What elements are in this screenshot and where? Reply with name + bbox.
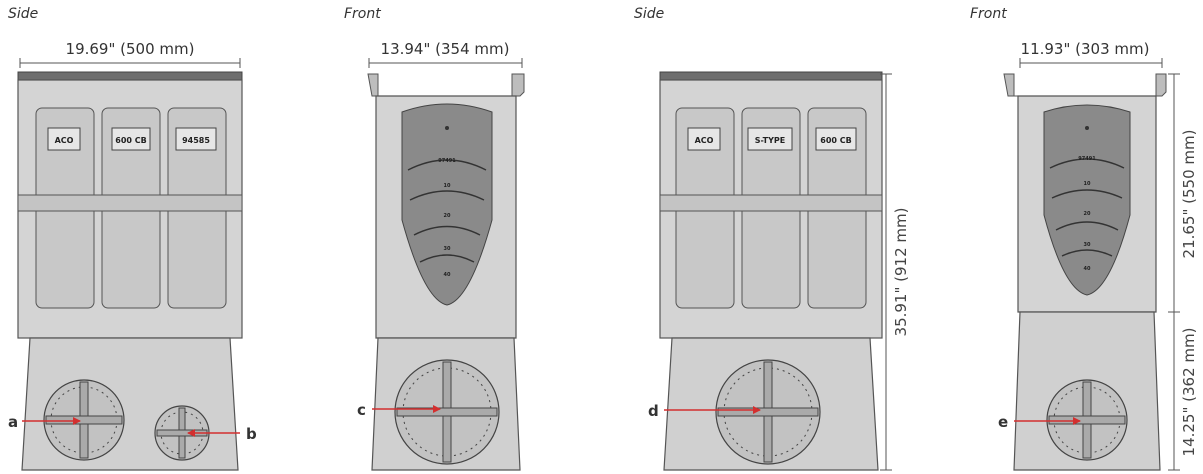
- svg-text:40: 40: [1084, 266, 1091, 272]
- view-label: Side: [634, 6, 664, 22]
- callout-c: c: [357, 401, 366, 419]
- svg-text:30: 30: [1084, 242, 1091, 248]
- badge-aco: ACO: [695, 136, 714, 145]
- plate-text: 97491: [438, 158, 456, 164]
- grate-rim: [17, 71, 243, 81]
- inlet-plate: [401, 103, 493, 306]
- svg-text:10: 10: [444, 183, 451, 189]
- outlet-knockout-d: [715, 359, 821, 465]
- svg-text:40: 40: [444, 272, 451, 278]
- svg-text:20: 20: [444, 213, 451, 219]
- badge-type: S-TYPE: [755, 136, 785, 145]
- inlet-plate: [1043, 104, 1131, 296]
- outlet-knockout-c: [394, 359, 500, 465]
- plate-text: 97491: [1078, 156, 1096, 162]
- view-front-2: Front 11.93" (303 mm) 97491 10 20 30 40 …: [970, 6, 1198, 471]
- callout-e: e: [998, 413, 1008, 431]
- badge-part-number: 94585: [182, 136, 210, 145]
- badge-model: 600 CB: [115, 136, 146, 145]
- height-dimension: 35.91" (912 mm): [892, 208, 910, 337]
- view-front-1: Front 13.94" (354 mm) 97491 10 20 30 40 …: [344, 6, 525, 471]
- outlet-knockout-a: [43, 379, 125, 461]
- callout-b: b: [246, 425, 257, 443]
- svg-text:30: 30: [444, 246, 451, 252]
- view-side-1: Side 19.69" (500 mm) ACO 600 CB 94585: [8, 6, 257, 471]
- svg-text:20: 20: [1084, 211, 1091, 217]
- lower-height-dimension: 14.25" (362 mm): [1180, 328, 1198, 457]
- badge-model: 600 CB: [820, 136, 851, 145]
- view-label: Front: [970, 6, 1007, 22]
- view-label: Side: [8, 6, 38, 22]
- width-dimension: 11.93" (303 mm): [1021, 40, 1150, 58]
- upper-height-dimension: 21.65" (550 mm): [1180, 130, 1198, 259]
- width-dimension: 13.94" (354 mm): [381, 40, 510, 58]
- callout-a: a: [8, 413, 18, 431]
- svg-text:10: 10: [1084, 181, 1091, 187]
- outlet-knockout-e: [1046, 379, 1128, 461]
- view-side-2: Side ACO S-TYPE 600 CB d: [634, 6, 910, 471]
- view-label: Front: [344, 6, 381, 22]
- width-dimension: 19.69" (500 mm): [66, 40, 195, 58]
- badge-aco: ACO: [55, 136, 74, 145]
- callout-d: d: [648, 402, 659, 420]
